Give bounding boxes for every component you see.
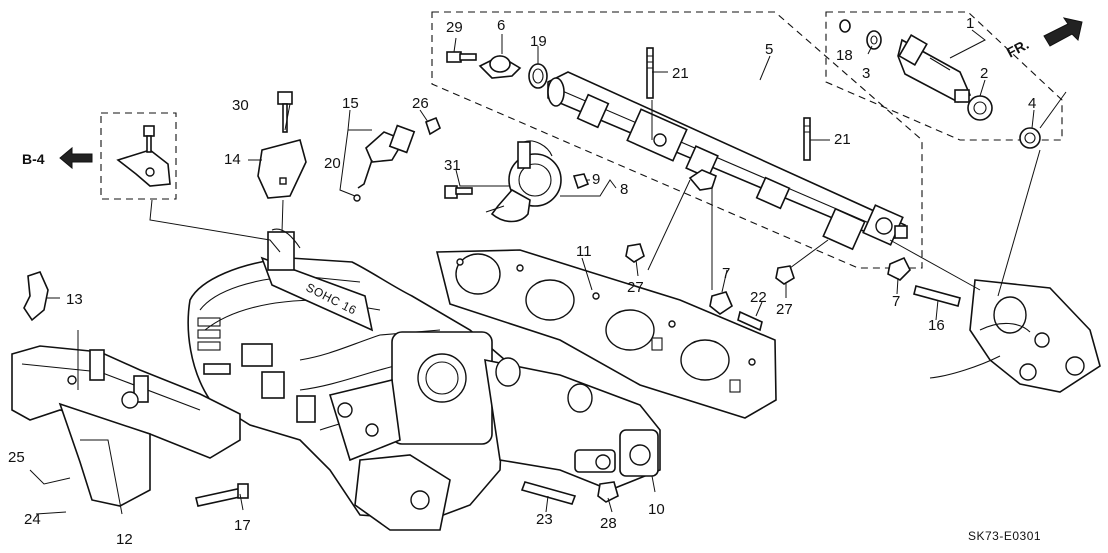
nuts bbox=[572, 169, 911, 503]
studs bbox=[646, 47, 811, 161]
callout-label: 8 bbox=[620, 181, 628, 198]
fuel-rail-group-box bbox=[431, 11, 923, 269]
callout-label: 15 bbox=[342, 95, 359, 112]
callout-label: 30 bbox=[232, 97, 249, 114]
callout-label: 7 bbox=[892, 293, 900, 310]
callout-label: 5 bbox=[765, 41, 773, 58]
leader-lines bbox=[29, 29, 1067, 515]
callout-label: 7 bbox=[722, 265, 730, 282]
diagram-code: SK73-E0301 bbox=[968, 529, 1041, 543]
injector-seals bbox=[839, 19, 1041, 149]
callout-label: 17 bbox=[234, 517, 251, 534]
reference-label: B-4 bbox=[22, 151, 45, 167]
callout-label: 26 bbox=[412, 95, 429, 112]
fuel-injector bbox=[897, 34, 972, 103]
callout-label: 2 bbox=[980, 65, 988, 82]
callout-label: 29 bbox=[446, 19, 463, 36]
bracket-12 bbox=[11, 345, 241, 507]
bracket-group-box bbox=[100, 112, 177, 200]
b4-arrow-icon bbox=[59, 146, 93, 170]
callout-label: 1 bbox=[966, 15, 974, 32]
callout-label: 20 bbox=[324, 155, 341, 172]
callout-label: 16 bbox=[928, 317, 945, 334]
callout-label: 23 bbox=[536, 511, 553, 528]
callout-label: 27 bbox=[627, 279, 644, 296]
callout-label: 14 bbox=[224, 151, 241, 168]
callout-label: 21 bbox=[672, 65, 689, 82]
callout-label: 4 bbox=[1028, 95, 1036, 112]
direction-label: FR. bbox=[1004, 36, 1031, 61]
bracket-14 bbox=[257, 139, 307, 199]
callout-label: 12 bbox=[116, 531, 133, 548]
callout-label: 11 bbox=[576, 243, 592, 260]
callout-label: 3 bbox=[862, 65, 870, 82]
pressure-regulator bbox=[485, 140, 562, 223]
intake-manifold: SOHC 16 bbox=[187, 228, 506, 531]
callout-label: 13 bbox=[66, 291, 83, 308]
callout-label: 24 bbox=[24, 511, 41, 528]
callout-label: 19 bbox=[530, 33, 547, 50]
callout-label: 6 bbox=[497, 17, 505, 34]
fuel-rail bbox=[547, 71, 908, 251]
injector-group-box bbox=[825, 11, 1063, 141]
callout-label: 10 bbox=[648, 501, 665, 518]
callout-label: 21 bbox=[834, 131, 851, 148]
callout-label: 9 bbox=[592, 171, 600, 188]
callout-label: 18 bbox=[836, 47, 853, 64]
manifold-gasket bbox=[435, 249, 777, 419]
fr-arrow-icon bbox=[1043, 17, 1083, 47]
callout-label: 25 bbox=[8, 449, 25, 466]
callout-label: 31 bbox=[444, 157, 461, 174]
cap-and-oring bbox=[478, 55, 548, 89]
lower-manifold bbox=[484, 357, 661, 491]
bracket-in-box bbox=[116, 125, 171, 187]
callout-labels: 1 2 3 4 5 6 7 7 8 9 10 11 12 13 14 15 16… bbox=[8, 15, 1036, 548]
callout-label: 28 bbox=[600, 515, 617, 532]
callout-label: 22 bbox=[750, 289, 767, 306]
callout-label: 27 bbox=[776, 301, 793, 318]
clip-13 bbox=[23, 271, 49, 322]
cylinder-head-section bbox=[929, 279, 1101, 393]
sensor-assembly bbox=[353, 124, 416, 202]
bolts bbox=[195, 51, 961, 507]
